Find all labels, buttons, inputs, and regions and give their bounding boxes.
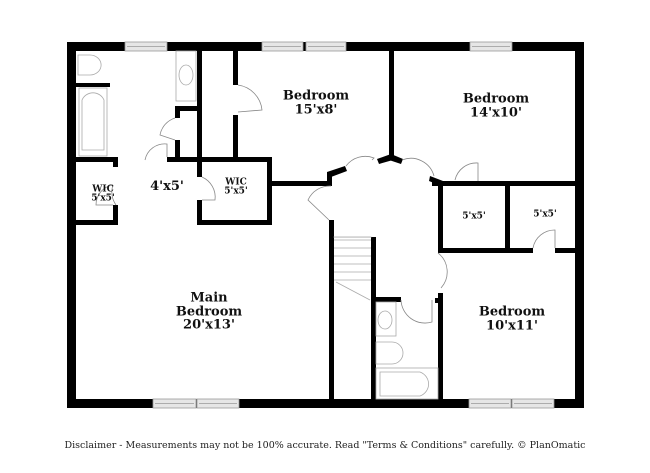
room-name-line2: Bedroom — [175, 304, 243, 320]
door-swings — [95, 84, 556, 324]
interior-walls — [76, 51, 575, 399]
room-name: Bedroom — [478, 304, 546, 320]
room-name: Bedroom — [462, 91, 530, 107]
staircase — [333, 236, 372, 301]
room-label-bedroom-10x11: Bedroom 10'x11' — [479, 305, 545, 332]
room-label-wic-left: WIC 5'x5' — [91, 184, 115, 205]
room-size: 5'x5' — [533, 209, 557, 220]
room-size: 10'x11' — [486, 318, 538, 333]
room-size: 5'x5' — [224, 187, 248, 197]
bathtub-icon-2 — [379, 371, 429, 397]
room-label-closet-b: 5'x5' — [533, 209, 557, 220]
room-size: 15'x8' — [294, 102, 338, 117]
room-size: 4'x5' — [150, 179, 184, 195]
room-label-closet-a: 5'x5' — [462, 211, 486, 222]
room-name: Bedroom — [282, 88, 350, 104]
sink-icon — [178, 64, 194, 86]
room-label-bedroom-15x8: Bedroom 15'x8' — [283, 89, 349, 116]
room-label-hall-4x5: 4'x5' — [150, 180, 184, 194]
toilet-icon — [77, 54, 102, 76]
room-size: 5'x5' — [91, 194, 115, 204]
room-label-main-bedroom: Main Bedroom 20'x13' — [175, 290, 243, 333]
room-name: WIC — [92, 184, 114, 195]
sink-icon-2 — [377, 310, 393, 330]
toilet-icon-2 — [375, 341, 404, 365]
room-size: 5'x5' — [462, 211, 486, 222]
bathtub-icon — [81, 92, 105, 151]
room-name-line1: Main — [190, 290, 228, 306]
windows — [124, 41, 555, 409]
room-size: 20'x13' — [183, 317, 235, 333]
fixtures — [77, 50, 439, 400]
room-size: 14'x10' — [470, 105, 522, 120]
room-label-bedroom-14x10: Bedroom 14'x10' — [463, 92, 529, 119]
disclaimer-text: Disclaimer - Measurements may not be 100… — [64, 440, 586, 451]
room-label-wic-right: WIC 5'x5' — [224, 177, 248, 198]
room-name: WIC — [225, 177, 247, 188]
